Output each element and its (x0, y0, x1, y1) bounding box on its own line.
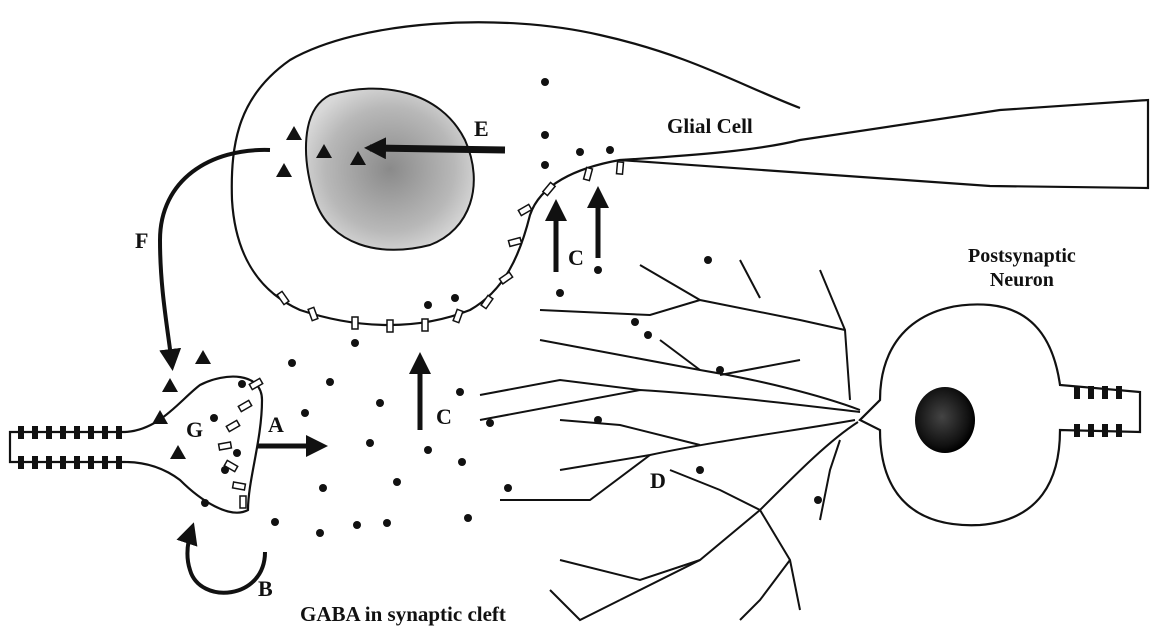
arrow-e (370, 148, 505, 150)
postsynaptic-soma (860, 304, 1140, 525)
label-f: F (135, 228, 148, 254)
dendritic-tree (480, 260, 860, 620)
presynaptic-transporters (219, 378, 263, 508)
glial-cell-label: Glial Cell (667, 114, 753, 139)
gaba-cleft-label: GABA in synaptic cleft (300, 602, 506, 627)
arrow-f (160, 150, 270, 365)
postsynaptic-neuron-label: Postsynaptic Neuron (968, 244, 1076, 292)
arrow-b (187, 528, 265, 593)
label-a: A (268, 412, 284, 438)
postsynaptic-label-line2: Neuron (968, 268, 1076, 292)
postsynaptic-axon-bands (1074, 386, 1122, 437)
postsynaptic-label-line1: Postsynaptic (968, 244, 1076, 268)
glial-nucleus (306, 89, 474, 250)
label-g: G (186, 417, 203, 443)
label-c-cleft: C (436, 404, 452, 430)
label-c-glial: C (568, 245, 584, 271)
label-b: B (258, 576, 273, 602)
label-e: E (474, 116, 489, 142)
postsynaptic-nucleus (915, 387, 975, 453)
label-d: D (650, 468, 666, 494)
